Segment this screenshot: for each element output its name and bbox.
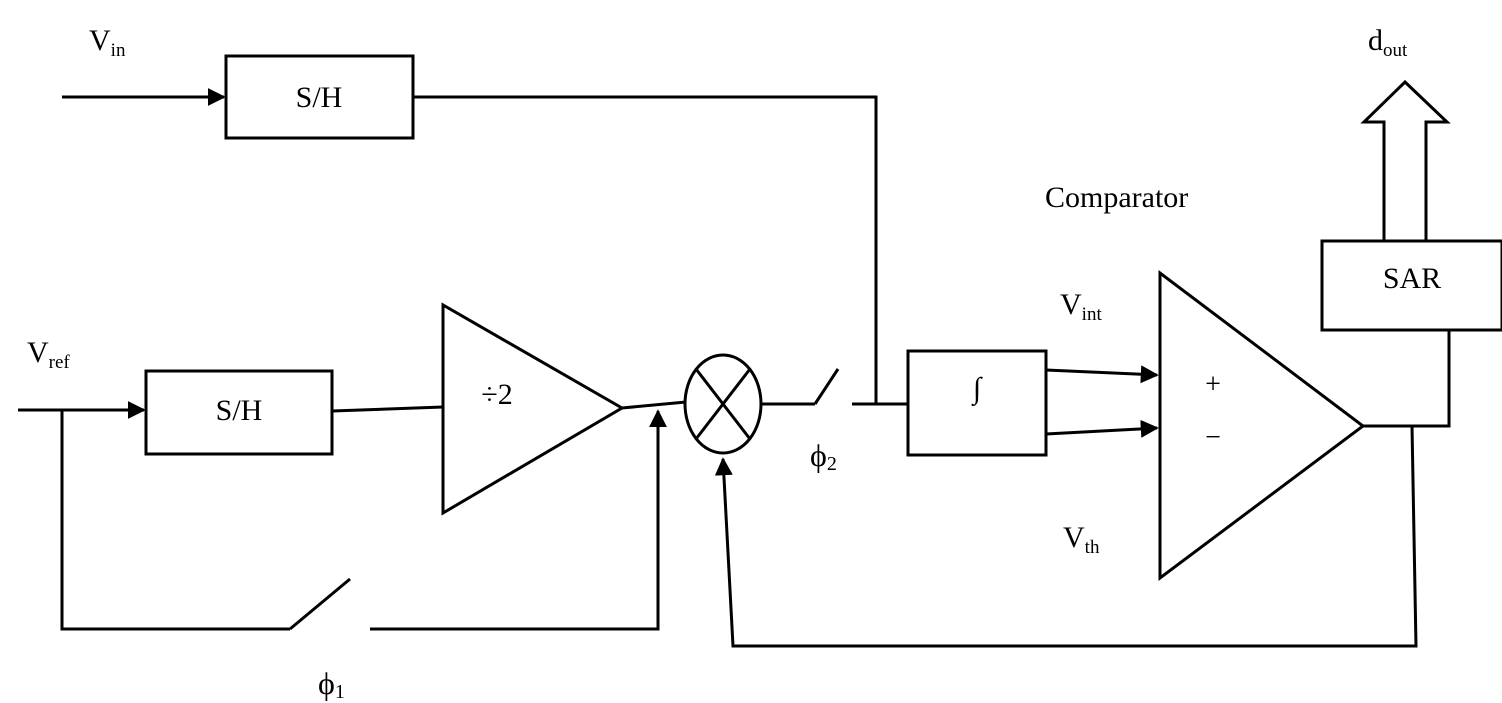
phi2-label: ϕ2 <box>810 437 837 475</box>
comparator-minus-label: − <box>1205 422 1221 453</box>
vin-label: Vin <box>89 24 126 61</box>
comparator-plus-label: + <box>1205 369 1221 400</box>
phi1-switch <box>289 577 351 631</box>
comparator-triangle <box>1158 269 1366 581</box>
sh-bottom-label: S/H <box>216 394 263 427</box>
dout-label: dout <box>1368 24 1408 61</box>
sar-block <box>1320 239 1502 332</box>
vint-wire <box>1045 365 1159 384</box>
vth-label: Vth <box>1063 521 1100 558</box>
phi1-switch-output-wire <box>370 409 667 631</box>
phi2-switch <box>813 368 840 405</box>
divider-label: ÷2 <box>481 378 512 411</box>
comparator-title: Comparator <box>1045 181 1188 214</box>
dout-output-arrow <box>1360 79 1451 243</box>
phi1-label: ϕ1 <box>318 665 345 703</box>
divider-to-multiplier-wire <box>621 400 687 410</box>
integrator-block <box>906 349 1048 457</box>
vth-wire <box>1045 419 1159 438</box>
sample-hold-bottom-block <box>144 369 334 456</box>
sh-top-label: S/H <box>296 81 343 114</box>
comparator-to-sar-wire <box>1363 330 1451 428</box>
sh-bottom-to-divider-wire <box>331 405 444 413</box>
sh-top-to-integrator-wire <box>413 95 878 404</box>
vint-label: Vint <box>1060 288 1102 325</box>
sar-label: SAR <box>1383 262 1441 295</box>
divide-by-two-amplifier <box>441 302 625 516</box>
vref-label: Vref <box>27 336 70 373</box>
vref-bypass-wire <box>60 410 290 631</box>
integrator-label: ∫ <box>971 372 983 407</box>
multiplier-cross-b <box>694 368 752 440</box>
feedback-wire <box>714 425 1418 648</box>
